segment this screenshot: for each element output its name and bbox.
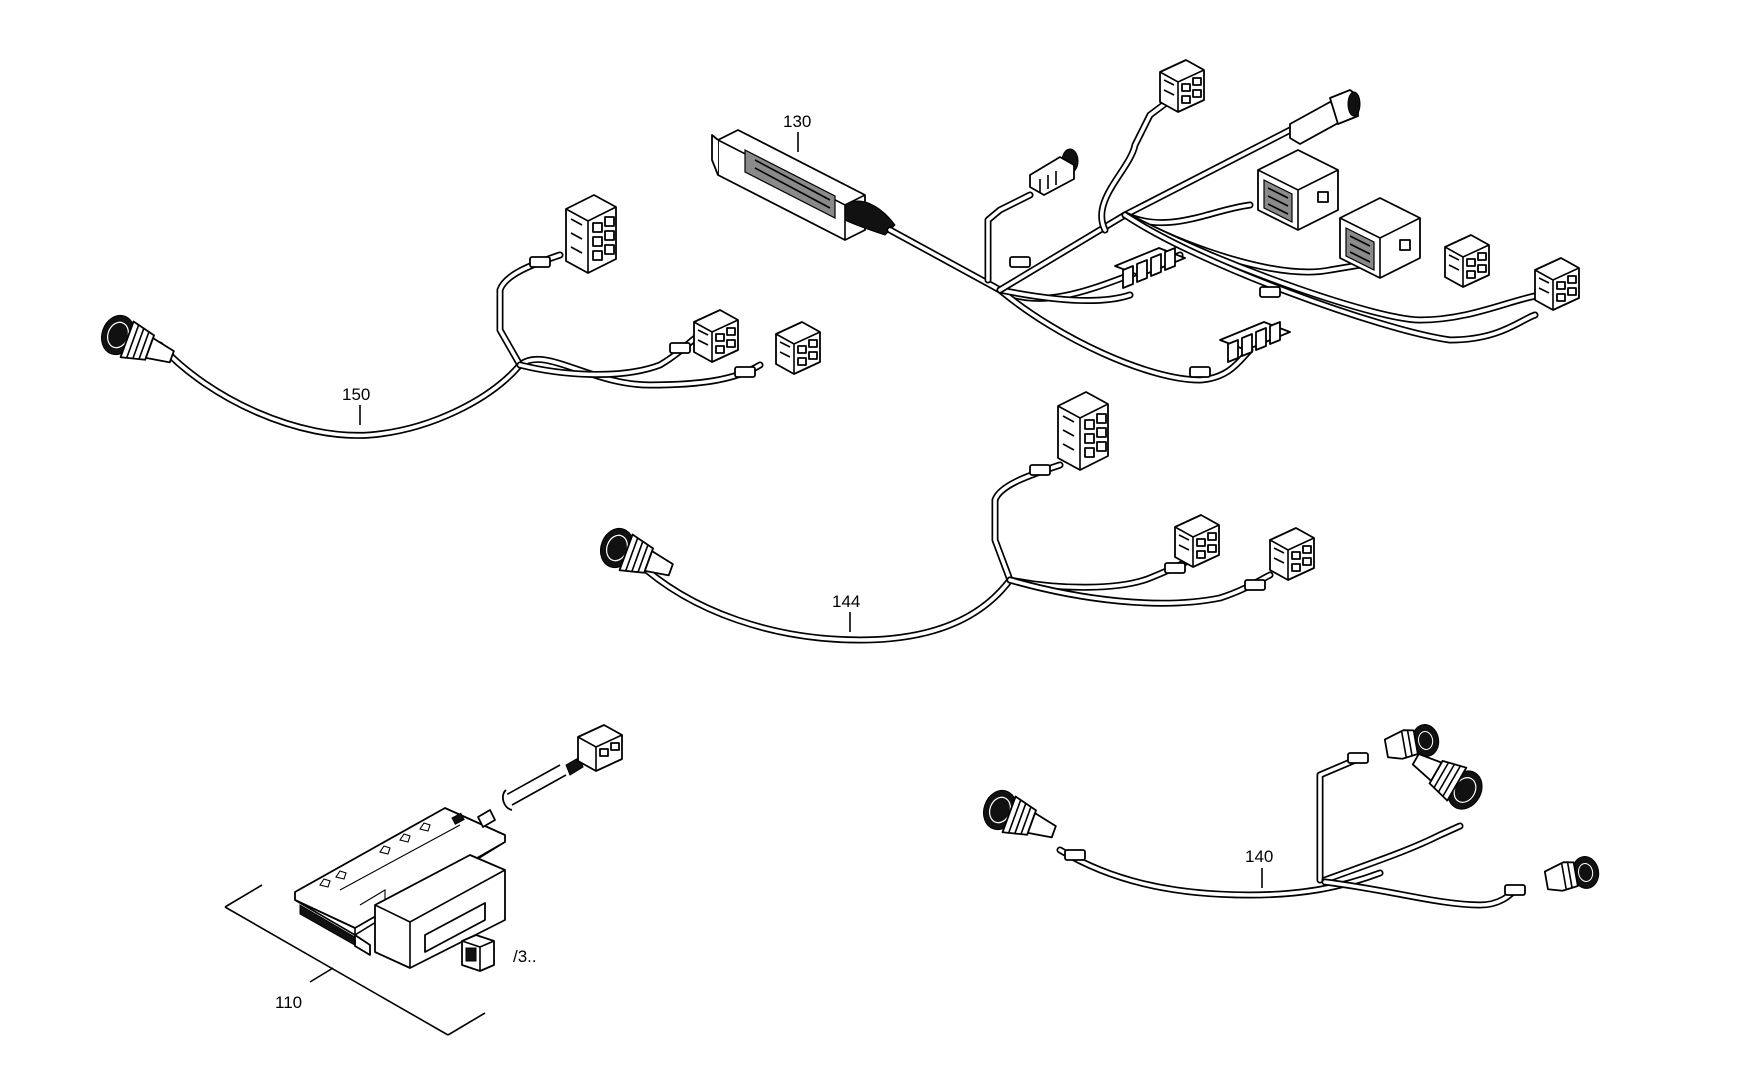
callout-144: 144 <box>832 592 860 611</box>
callout-150: 150 <box>342 385 370 404</box>
callout-140: 140 <box>1245 847 1273 866</box>
harness-130: 130 <box>711 59 1580 384</box>
callout-130: 130 <box>783 112 811 131</box>
harness-140: 140 <box>977 721 1603 909</box>
callout-ref-3: /3.. <box>513 947 537 966</box>
harness-150: 150 <box>95 194 821 439</box>
harness-144: 144 <box>594 391 1315 644</box>
callout-110: 110 <box>275 993 302 1012</box>
module-110: 110 <box>224 724 623 1036</box>
